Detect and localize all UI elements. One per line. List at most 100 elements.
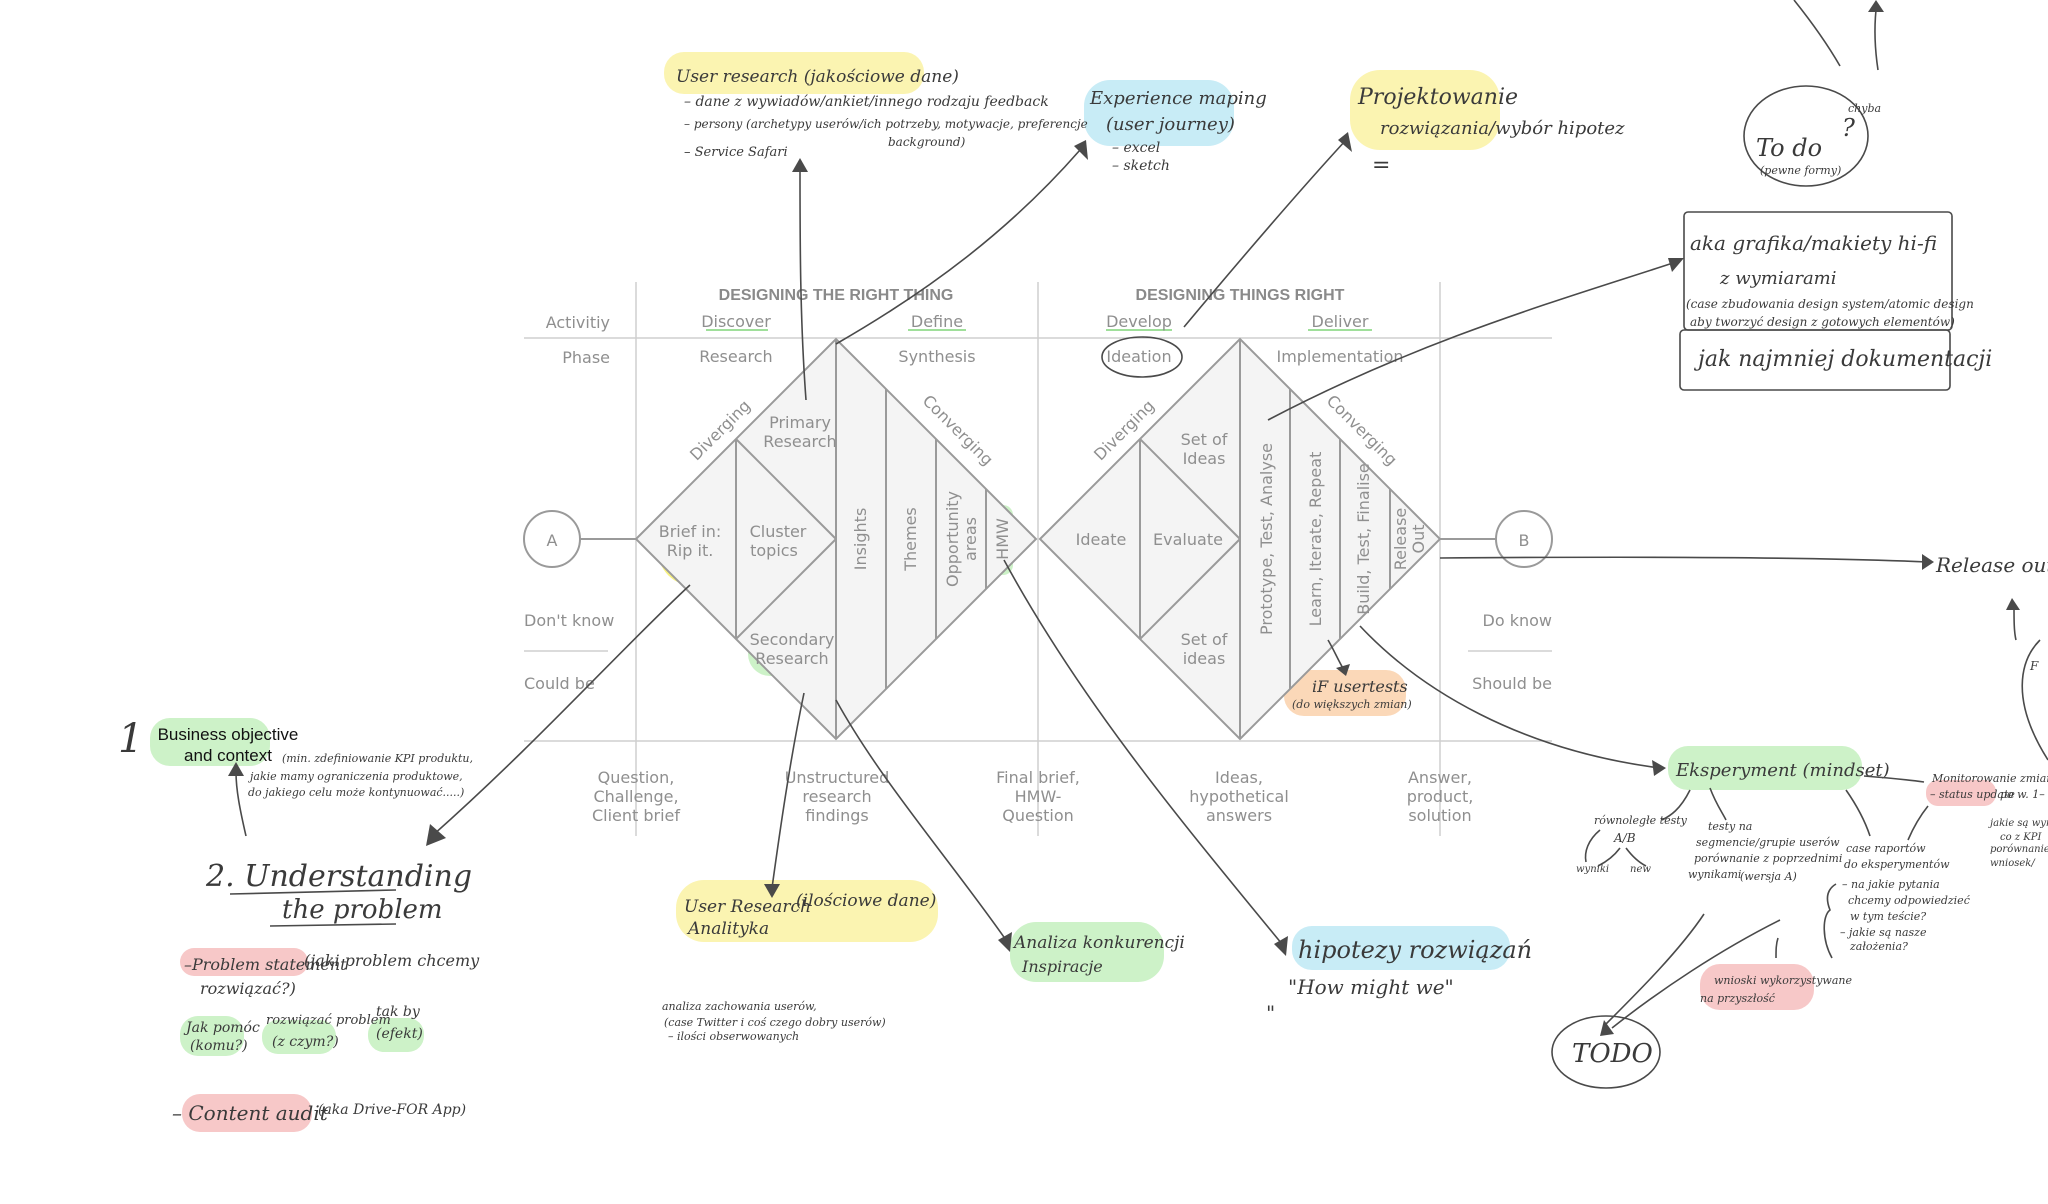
node-b-label: B (1519, 531, 1530, 550)
d2-set-top-1: Set of (1181, 430, 1228, 449)
todo-top-ellipse (1743, 85, 1869, 187)
svg-text:Question,: Question, (598, 768, 675, 787)
svg-text:User Research: User Research (684, 897, 811, 917)
svg-text:– Service Safari: – Service Safari (684, 145, 788, 160)
svg-text:Answer,: Answer, (1408, 768, 1472, 787)
hl-iterts (1284, 670, 1406, 716)
svg-text:hypothetical: hypothetical (1189, 787, 1289, 806)
phase-synthesis: Synthesis (898, 347, 975, 366)
svg-text:Unstructured: Unstructured (785, 768, 890, 787)
svg-text:case raportów: case raportów (1846, 842, 1926, 855)
d1-themes: Themes (901, 507, 920, 572)
d2-set-bottom-2: ideas (1183, 649, 1226, 668)
svg-text:do eksperymentów: do eksperymentów (1844, 858, 1950, 871)
svg-text:?: ? (1842, 114, 1855, 142)
svg-text:(min. zdefiniowanie KPI produk: (min. zdefiniowanie KPI produktu, (282, 752, 473, 765)
svg-text:": " (1266, 1001, 1275, 1025)
side-could-be: Could be (524, 674, 595, 693)
d2-set-bottom-1: Set of (1181, 630, 1228, 649)
svg-text:Eksperyment (mindset): Eksperyment (mindset) (1675, 760, 1890, 781)
svg-text:porównanie wersji: porównanie wersji (1990, 844, 2048, 855)
phase-research: Research (699, 347, 772, 366)
svg-text:(case zbudowania design system: (case zbudowania design system/atomic de… (1686, 297, 1974, 311)
svg-text:the problem: the problem (282, 895, 443, 925)
phase-ideation: Ideation (1106, 347, 1171, 366)
business-1: Business objective (158, 725, 299, 744)
svg-text:iF usertests: iF usertests (1312, 677, 1408, 696)
side-do-know: Do know (1483, 611, 1552, 630)
svg-text:jakie są wyniki: jakie są wyniki (1988, 818, 2048, 829)
svg-text:(aka Drive-FOR App): (aka Drive-FOR App) (318, 1102, 466, 1118)
hl-content (182, 1094, 312, 1132)
svg-text:product,: product, (1407, 787, 1474, 806)
svg-text:Client brief: Client brief (592, 806, 680, 825)
svg-text:– Content audit: – Content audit (172, 1101, 329, 1125)
activity-deliver: Deliver (1312, 312, 1369, 331)
svg-text:aka grafika/makiety hi-fi: aka grafika/makiety hi-fi (1690, 231, 1937, 255)
svg-text:new: new (1630, 864, 1651, 875)
d1-cluster-1: Cluster (750, 522, 807, 541)
phase-label: Phase (562, 348, 610, 367)
d2-learn: Learn, Iterate, Repeat (1306, 452, 1325, 627)
svg-text:Ideas,: Ideas, (1215, 768, 1263, 787)
d1-brief-1: Brief in: (659, 522, 722, 541)
svg-text:findings: findings (805, 806, 868, 825)
svg-text:aby tworzyć design z gotowych: aby tworzyć design z gotowych elementów) (1690, 315, 1955, 329)
svg-text:segmencie/grupie userów: segmencie/grupie userów (1696, 836, 1840, 849)
activity-develop: Develop (1106, 312, 1172, 331)
hl-projektowanie (1350, 70, 1500, 150)
hl-experience-map (1084, 80, 1234, 146)
svg-text:Question: Question (1002, 806, 1074, 825)
business-2: and context (184, 746, 272, 765)
header-left: DESIGNING THE RIGHT THING (719, 287, 954, 304)
side-should-be: Should be (1472, 674, 1552, 693)
svg-text:research: research (802, 787, 871, 806)
svg-text:na przyszłość: na przyszłość (1700, 992, 1776, 1005)
svg-text:Final brief,: Final brief, (996, 768, 1080, 787)
svg-text:– na jakie pytania: – na jakie pytania (1842, 878, 1940, 891)
svg-text:wnioski wykorzystywane: wnioski wykorzystywane (1714, 974, 1852, 987)
d1-primary-2: Research (763, 432, 836, 451)
svg-text:(case Twitter i coś czego dobr: (case Twitter i coś czego dobry userów) (664, 1016, 886, 1029)
d2-release-2: Out (1409, 524, 1428, 553)
svg-text:testy na: testy na (1708, 820, 1752, 833)
svg-text:jakie mamy ograniczenia produk: jakie mamy ograniczenia produktowe, (247, 770, 463, 783)
d1-opportunity-2: areas (961, 517, 980, 561)
svg-text:hipotezy rozwiązań: hipotezy rozwiązań (1298, 936, 1532, 964)
d2-prototype: Prototype, Test, Analyse (1257, 443, 1276, 635)
diamond-discover-define (634, 337, 1038, 741)
hl-problem (180, 948, 308, 976)
hl-hip (1292, 926, 1510, 970)
svg-text:założenia?: założenia? (1849, 940, 1908, 953)
svg-text:wynikami: wynikami (1688, 868, 1741, 881)
side-dont-know: Don't know (524, 611, 614, 630)
svg-text:(jaki problem chcemy: (jaki problem chcemy (304, 951, 480, 970)
svg-text:– sketch: – sketch (1112, 158, 1170, 174)
svg-text:porównanie z poprzednimi: porównanie z poprzednimi (1694, 852, 1842, 865)
svg-text:– ilości obserwowanych: – ilości obserwowanych (668, 1030, 799, 1043)
header-right: DESIGNING THINGS RIGHT (1136, 287, 1345, 304)
hl-konk (1010, 922, 1164, 982)
hl-jak (180, 1016, 244, 1056)
svg-text:– dane z wywiadów/ankiet/inneg: – dane z wywiadów/ankiet/innego rodzaju … (684, 94, 1049, 110)
svg-text:solution: solution (1408, 806, 1471, 825)
svg-text:rozwiązać?): rozwiązać?) (200, 979, 296, 998)
d1-secondary-2: Research (755, 649, 828, 668)
hl-wnioski (1700, 964, 1814, 1010)
todo-bottom-ellipse (1551, 1015, 1661, 1089)
hl-business (150, 718, 270, 766)
svg-text:jak najmniej dokumentacji: jak najmniej dokumentacji (1693, 347, 1992, 372)
d2-release-1: Release (1391, 508, 1410, 571)
svg-text:(user journey): (user journey) (1106, 114, 1235, 135)
svg-text:Experience maping: Experience maping (1089, 88, 1267, 109)
svg-text:=: = (1372, 153, 1390, 178)
svg-text:TODO: TODO (1572, 1039, 1653, 1069)
d1-brief-2: Rip it. (667, 541, 714, 560)
activity-discover: Discover (701, 312, 771, 331)
d1-secondary-1: Secondary (750, 630, 835, 649)
svg-text:Projektowanie: Projektowanie (1357, 85, 1518, 110)
svg-text:wyniki: wyniki (1576, 864, 1609, 875)
d2-ideate: Ideate (1076, 530, 1127, 549)
d2-build: Build, Test, Finalise (1354, 463, 1373, 615)
